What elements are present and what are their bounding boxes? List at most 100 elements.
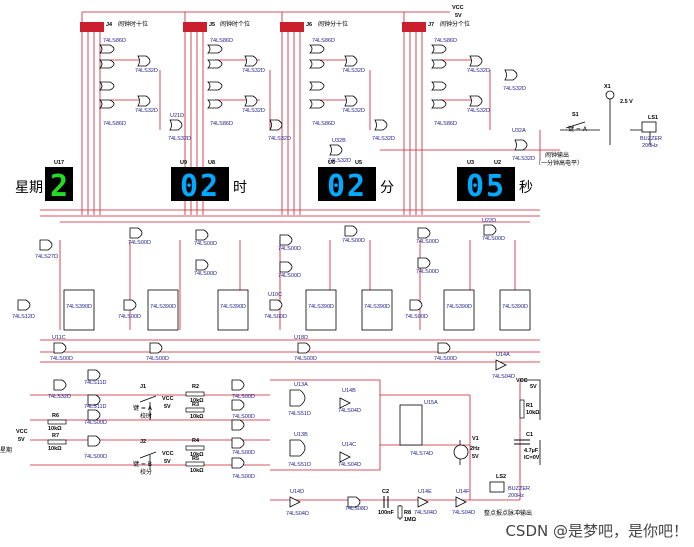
svg-text:74LS04D: 74LS04D <box>452 510 475 516</box>
counter-chip-sec-1: 74LS390D <box>443 289 475 331</box>
svg-text:74LS390D: 74LS390D <box>364 304 390 310</box>
svg-text:74LS00D: 74LS00D <box>232 394 255 400</box>
gate-cluster-2: 74LS86D 74LS86D 74LS32D 74LS32D 74LS32D <box>207 38 291 142</box>
svg-text:74LS11D: 74LS11D <box>84 380 107 386</box>
gate-u13a: U13A 74LS51D <box>288 382 311 417</box>
svg-text:U10C: U10C <box>268 292 282 298</box>
svg-text:74LS00D: 74LS00D <box>128 240 151 246</box>
svg-text:74LS32D: 74LS32D <box>242 108 265 114</box>
svg-text:74LS86D: 74LS86D <box>434 121 457 127</box>
svg-text:74LS32D: 74LS32D <box>467 108 490 114</box>
switch-s1[interactable]: S1 键 = A <box>565 112 588 133</box>
svg-text:X1: X1 <box>604 84 611 90</box>
svg-text:74LS12D: 74LS12D <box>12 314 35 320</box>
svg-text:200Hz: 200Hz <box>508 493 524 499</box>
svg-text:10kΩ: 10kΩ <box>48 446 62 452</box>
svg-text:5V: 5V <box>472 454 479 460</box>
svg-text:U14C: U14C <box>342 442 356 448</box>
svg-text:74LS390D: 74LS390D <box>66 304 92 310</box>
svg-text:74LS04D: 74LS04D <box>492 374 515 380</box>
gate-cluster-4: 74LS86D 74LS86D 74LS32D 74LS32D 74LS32D <box>431 38 526 127</box>
svg-text:74LS00D: 74LS00D <box>50 356 73 362</box>
svg-text:R7: R7 <box>52 433 59 439</box>
svg-text:R6: R6 <box>52 413 59 419</box>
svg-text:J6: J6 <box>306 22 312 28</box>
svg-text:74LS86D: 74LS86D <box>312 121 335 127</box>
svg-text:74LS86D: 74LS86D <box>103 38 126 44</box>
svg-text:74LS00D: 74LS00D <box>194 241 217 247</box>
counter-chip-hour-2: 74LS390D <box>217 289 249 331</box>
display-hour: U9 U8 02 时 <box>171 160 247 204</box>
svg-text:74LS32D: 74LS32D <box>48 394 71 400</box>
svg-text:R4: R4 <box>192 438 200 444</box>
wiring-black <box>149 98 651 520</box>
dip-switch-j7[interactable]: J7 闹钟分个位 <box>402 20 470 32</box>
source-v1: V1 2Hz 5V <box>453 436 480 460</box>
second-label: 秒 <box>519 180 533 196</box>
svg-text:10kΩ: 10kΩ <box>48 426 62 432</box>
probe-x1: X1 2.5 V <box>604 84 633 105</box>
display-second: U3 U2 05 秒 <box>457 160 533 204</box>
svg-text:74LS08D: 74LS08D <box>345 506 368 512</box>
svg-text:S1: S1 <box>572 112 579 118</box>
svg-text:74LS51D: 74LS51D <box>288 462 311 468</box>
svg-text:5V: 5V <box>530 384 537 390</box>
svg-text:U32A: U32A <box>512 128 526 134</box>
svg-text:74LS00D: 74LS00D <box>232 414 255 420</box>
svg-text:74LS390D: 74LS390D <box>502 304 528 310</box>
svg-text:74LS00D: 74LS00D <box>118 314 141 320</box>
svg-text:74LS32D: 74LS32D <box>467 68 490 74</box>
svg-text:74LS32D: 74LS32D <box>342 108 365 114</box>
svg-text:闹钟时个位: 闹钟时个位 <box>220 20 250 28</box>
watermark-text: CSDN @是梦吧，是你吧！ <box>505 522 688 540</box>
display-minute: U6 U5 02 分 <box>318 160 394 204</box>
svg-text:（一分钟高电平）: （一分钟高电平） <box>535 159 583 167</box>
svg-text:74LS86D: 74LS86D <box>434 38 457 44</box>
vcc-top-label: VCC <box>452 5 464 11</box>
svg-text:74LS00D: 74LS00D <box>146 356 169 362</box>
svg-text:闹钟输出: 闹钟输出 <box>545 151 569 159</box>
svg-text:校分: 校分 <box>140 468 152 476</box>
svg-text:74LS51D: 74LS51D <box>288 411 311 417</box>
counter-chip-min-2: 74LS390D <box>361 289 393 331</box>
svg-text:U22D: U22D <box>482 218 496 224</box>
inverter-u14b: U14B 74LS04D <box>338 388 361 414</box>
switch-j2[interactable]: J2 键 = B 校分 VCC 5V <box>133 439 174 476</box>
buzzer-ls1: LS1 BUZZER 200Hz <box>640 115 662 149</box>
svg-text:200Hz: 200Hz <box>642 143 658 149</box>
switch-j1[interactable]: J1 键 = A 校时 VCC 5V <box>133 384 174 420</box>
counter-chip-hour-1: 74LS390D <box>147 289 179 331</box>
gate-cluster-3: 74LS86D 74LS86D 74LS32D 74LS32D 74LS32D <box>309 38 395 142</box>
svg-text:VCC: VCC <box>162 451 174 457</box>
alarm-gates: U32B 74LS32D U32A 74LS32D 闹钟输出 （一分钟高电平） <box>328 128 583 167</box>
svg-text:闹钟时十位: 闹钟时十位 <box>118 20 148 28</box>
svg-text:74LS00D: 74LS00D <box>264 314 287 320</box>
nand-cluster-u12: 74LS00D 74LS00D 74LS00D 74LS00D <box>231 379 255 480</box>
svg-text:74LS32D: 74LS32D <box>242 68 265 74</box>
flipflop-u15a: U15A 74LS74D <box>399 400 438 457</box>
svg-text:U21D: U21D <box>170 113 184 119</box>
svg-text:LS1: LS1 <box>648 115 658 121</box>
svg-text:U3: U3 <box>467 160 474 166</box>
inverter-u14c: U14C 74LS04D <box>338 442 361 468</box>
dip-switch-j5[interactable]: J5 闹钟时个位 <box>183 20 250 32</box>
gate-cluster-1: 74LS86D 74LS86D 74LS32D 74LS32D 74LS32D … <box>99 38 191 142</box>
nand-gates-middle: 74LS27D 74LS12D 74LS00D 74LS00D 74LS00D … <box>12 218 505 320</box>
gate-u13b: U13B 74LS51D <box>288 432 311 468</box>
svg-text:5V: 5V <box>18 437 25 443</box>
dip-switch-j4[interactable]: J4 闹钟时十位 <box>80 20 148 32</box>
svg-text:C1: C1 <box>526 432 533 438</box>
svg-text:C2: C2 <box>382 489 389 495</box>
svg-text:U5: U5 <box>355 160 362 166</box>
svg-text:74LS00D: 74LS00D <box>416 269 439 275</box>
display-week: 星期 U17 2 <box>15 160 73 204</box>
svg-text:74LS32D: 74LS32D <box>168 136 191 142</box>
svg-text:74LS32D: 74LS32D <box>512 156 535 162</box>
dip-switch-j6[interactable]: J6 闹钟分十位 <box>280 20 348 32</box>
pulse-output: U14D 74LS04D 74LS08D C2 100nF R8 1MΩ U14… <box>286 474 532 523</box>
svg-text:74LS390D: 74LS390D <box>446 304 472 310</box>
svg-text:J1: J1 <box>140 384 146 390</box>
svg-text:BUZZER: BUZZER <box>640 136 662 142</box>
svg-text:74LS00D: 74LS00D <box>342 238 365 244</box>
